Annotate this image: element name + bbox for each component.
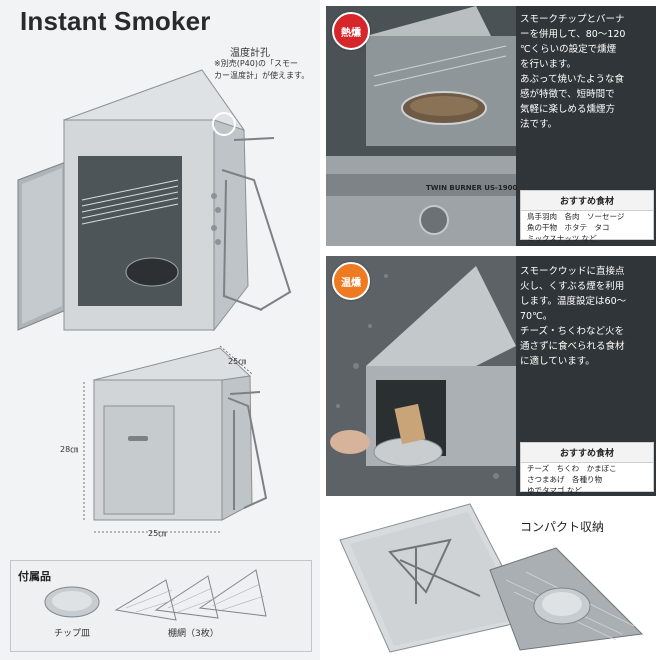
thermometer-port-label: 温度計孔 xyxy=(230,48,270,59)
thermometer-port-note: ※別売(P40)の「スモー カー温度計」が使えます。 xyxy=(214,59,310,80)
warm-smoke-recommended-line: チーズ ちくわ かまぼこ xyxy=(527,464,617,473)
racks-label: 棚網（3枚） xyxy=(168,629,219,639)
open-smoker-illustration xyxy=(17,69,292,332)
warm-smoke-badge: 温燻 xyxy=(332,262,370,300)
accessories-heading: 付属品 xyxy=(18,570,51,583)
warm-smoke-recommended-line: ゆでタマゴ など xyxy=(527,486,582,495)
closed-smoker-illustration xyxy=(83,345,268,533)
warm-smoke-recommended-box: おすすめ食材 チーズ ちくわ かまぼこ さつまあげ 各種り物 ゆでタマゴ など xyxy=(520,442,654,495)
hot-smoke-recommended-heading: おすすめ食材 xyxy=(521,191,653,211)
stove-brand-text: TWIN BURNER US-1900 xyxy=(426,184,518,192)
height-dimension: 28㎝ xyxy=(60,445,79,454)
chip-tray-image xyxy=(44,586,100,618)
rack-set-image xyxy=(114,569,267,621)
chip-tray-label: チップ皿 xyxy=(54,629,91,639)
compact-storage-illustration xyxy=(339,503,644,653)
warm-smoke-recommended-heading: おすすめ食材 xyxy=(521,443,653,463)
depth-dimension: 25㎝ xyxy=(228,357,247,366)
hot-smoke-recommended-box: おすすめ食材 鳥手羽肉 各肉 ソーセージ 魚の干物 ホタテ タコ ミックスナッツ… xyxy=(520,190,654,243)
hot-smoke-recommended-line: 鳥手羽肉 各肉 ソーセージ xyxy=(527,212,625,221)
warm-smoke-recommended-line: さつまあげ 各種り物 xyxy=(527,475,602,484)
compact-storage-label: コンパクト収納 xyxy=(520,520,605,534)
warm-smoke-description: スモークウッドに直接点 火し、くすぶる煙を利用 します。温度設定は60～ 70℃… xyxy=(520,266,627,367)
hot-smoke-recommended-line: ミックスナッツ など xyxy=(527,234,597,243)
hot-smoke-recommended-line: 魚の干物 ホタテ タコ xyxy=(527,223,610,232)
hot-smoke-badge: 熱燻 xyxy=(332,12,370,50)
hot-smoke-description: スモークチップとバーナ ーを併用して、80～120 ℃くらいの設定で燻煙 を行い… xyxy=(520,14,626,130)
width-dimension: 25㎝ xyxy=(148,529,167,538)
page-title: Instant Smoker xyxy=(20,6,211,36)
